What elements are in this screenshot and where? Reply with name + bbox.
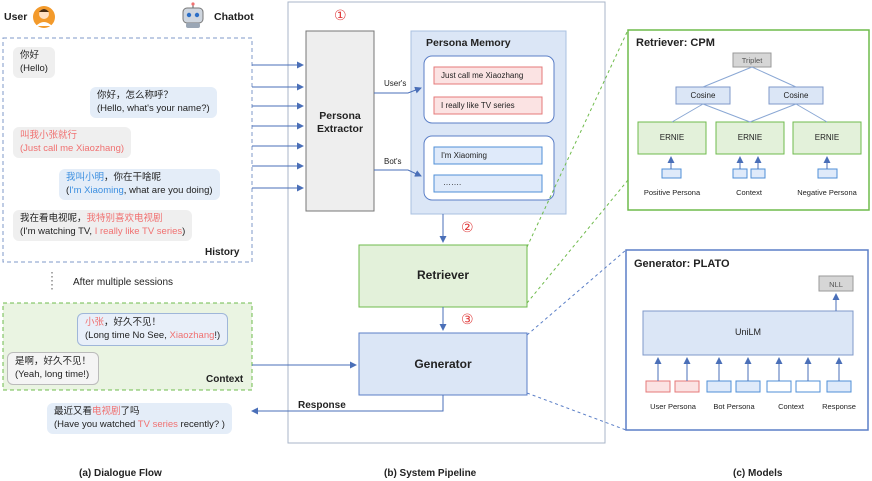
highlighted-text: I'm Xiaoming — [69, 184, 124, 196]
message-text: (I'm watching TV, — [20, 225, 95, 237]
history-message-1: 你好(Hello) — [13, 47, 55, 78]
plato-input-bot-persona: Bot Persona — [713, 402, 755, 411]
highlighted-text: 我叫小明 — [66, 172, 105, 183]
user-persona-item-2: I really like TV series — [441, 101, 515, 110]
step-1-marker: ① — [334, 7, 347, 23]
highlighted-text: 我特别喜欢电视剧 — [86, 213, 163, 224]
response-label: Response — [298, 400, 346, 411]
history-message-4: 我叫小明，你在干啥呢 (I'm Xiaoming, what are you do… — [59, 169, 220, 200]
message-text: ，你在干啥呢 — [104, 172, 162, 183]
ernie-label-2: ERNIE — [737, 133, 763, 142]
plato-title: Generator: PLATO — [634, 258, 730, 270]
cpm-input-negative: Negative Persona — [797, 188, 857, 197]
message-text: 最近又看 — [54, 406, 93, 417]
message-text: ) — [182, 225, 186, 237]
plato-input-user-persona: User Persona — [650, 402, 696, 411]
message-text: !) — [214, 329, 221, 341]
history-label: History — [205, 247, 240, 258]
cpm-input-positive: Positive Persona — [643, 188, 701, 197]
chatbot-robot-icon — [182, 2, 204, 28]
pipeline-box — [287, 1, 606, 444]
triplet-label: Triplet — [741, 56, 763, 65]
bot-persona-item-1: I'm Xiaoming — [441, 151, 487, 160]
generator-box — [358, 332, 528, 396]
message-text: 是啊，好久不见！ — [15, 356, 92, 367]
persona-memory-title: Persona Memory — [426, 37, 511, 49]
message-text: ，好久不见！ — [104, 317, 162, 328]
message-text: 你好 — [20, 50, 40, 61]
message-text: 你好，怎么称呼？ — [97, 90, 174, 101]
highlighted-text: Xiaozhang — [169, 329, 215, 341]
users-label: User's — [384, 79, 407, 88]
message-text: (Yeah, long time!) — [15, 368, 90, 380]
after-sessions-text: After multiple sessions — [73, 277, 174, 288]
highlighted-text: (Just call me Xiaozhang) — [20, 142, 125, 154]
caption-models: (c) Models — [733, 468, 783, 479]
message-text: (Hello, what's your name?) — [97, 102, 210, 114]
highlighted-text: I really like TV series — [94, 225, 183, 237]
plato-input-context: Context — [778, 402, 804, 411]
step-2-marker: ② — [461, 219, 474, 235]
cpm-input-context: Context — [736, 188, 762, 197]
user-label: User — [4, 11, 28, 23]
persona-extractor-box — [305, 30, 375, 212]
nll-label: NLL — [829, 280, 843, 289]
chatbot-label: Chatbot — [214, 11, 254, 23]
ernie-label-1: ERNIE — [659, 133, 685, 142]
message-text: (Hello) — [20, 62, 48, 74]
history-message-5: 我在看电视呢，我特别喜欢电视剧(I'm watching TV, I reall… — [13, 210, 193, 241]
context-label: Context — [206, 374, 244, 385]
history-message-3: 叫我小张就行(Just call me Xiaozhang) — [13, 127, 132, 158]
context-message-1: 小张，好久不见！(Long time No See, Xiaozhang!) — [77, 313, 229, 346]
highlighted-text: TV series — [137, 418, 178, 430]
retriever-label: Retriever — [416, 268, 470, 282]
message-text: ( — [66, 184, 70, 196]
message-text: , what are you doing) — [123, 184, 213, 196]
cpm-title: Retriever: CPM — [636, 37, 715, 49]
highlighted-text: 小张 — [85, 317, 105, 328]
plato-input-response: Response — [822, 402, 856, 411]
bots-label: Bot's — [384, 157, 402, 166]
user-persona-item-1: Just call me Xiaozhang — [441, 71, 524, 80]
step-3-marker: ③ — [461, 311, 474, 327]
context-message-2: 是啊，好久不见！(Yeah, long time!) — [7, 352, 100, 385]
ernie-label-3: ERNIE — [814, 133, 840, 142]
history-message-2: 你好，怎么称呼？(Hello, what's your name?) — [90, 87, 217, 118]
highlighted-text: 叫我小张就行 — [20, 130, 78, 141]
response-message: 最近又看电视剧了吗(Have you watched TV series rec… — [47, 403, 232, 434]
caption-dialogue-flow: (a) Dialogue Flow — [79, 468, 162, 479]
caption-system-pipeline: (b) System Pipeline — [384, 468, 477, 479]
user-avatar-icon — [33, 6, 55, 28]
message-text: 我在看电视呢， — [20, 213, 87, 224]
message-text: 了吗 — [120, 406, 140, 417]
cosine-label-1: Cosine — [690, 91, 716, 100]
message-text: (Long time No See, — [85, 329, 170, 341]
history-box — [2, 37, 253, 263]
bot-persona-item-2: ……. — [443, 178, 462, 187]
message-text: recently? ) — [177, 418, 225, 430]
generator-label: Generator — [414, 357, 472, 371]
highlighted-text: 电视剧 — [92, 406, 121, 417]
message-text: (Have you watched — [54, 418, 138, 430]
unilm-label: UniLM — [734, 327, 761, 337]
cosine-label-2: Cosine — [783, 91, 809, 100]
